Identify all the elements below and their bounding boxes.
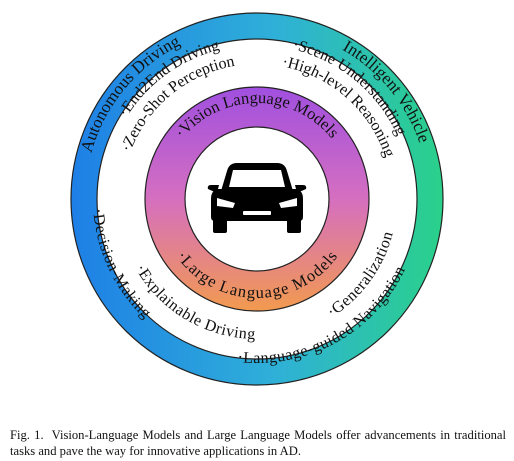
figure: Autonomous Driving Intelligent Vehicle ·…	[70, 12, 444, 386]
car-front-icon	[207, 163, 307, 233]
caption-number: Fig. 1.	[10, 428, 44, 442]
caption-text: Vision-Language Models and Large Languag…	[10, 428, 506, 458]
figure-caption: Fig. 1. Vision-Language Models and Large…	[10, 427, 506, 459]
ring-diagram: Autonomous Driving Intelligent Vehicle ·…	[70, 12, 444, 386]
